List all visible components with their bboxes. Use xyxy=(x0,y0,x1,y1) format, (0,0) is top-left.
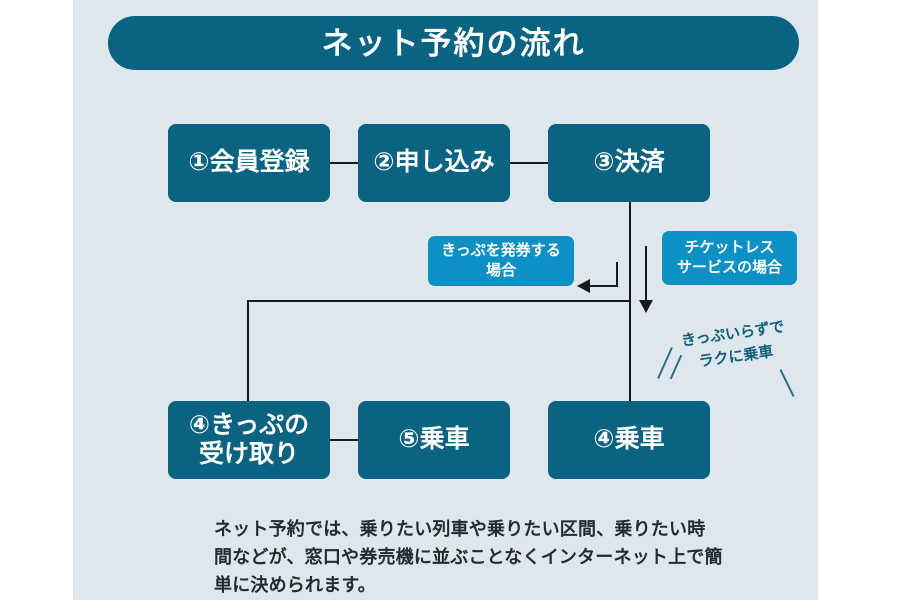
connector-step1-step2 xyxy=(330,162,368,164)
connector-paper-elbow-vertical xyxy=(616,262,618,286)
arrow-left-paper-ticket-icon xyxy=(577,279,590,293)
step-box-ticket-pickup[interactable]: ④きっぷの 受け取り xyxy=(168,401,330,479)
condition-box-ticketless[interactable]: チケットレス サービスの場合 xyxy=(662,231,797,285)
step-box-label: ②申し込み xyxy=(373,148,495,177)
condition-box-label: チケットレス サービスの場合 xyxy=(676,238,782,276)
annotation-stroke-right-icon xyxy=(779,369,795,397)
step-box-board-4[interactable]: ④乗車 xyxy=(548,401,710,479)
step-box-payment[interactable]: ③決済 xyxy=(548,124,710,202)
step-box-member-registration[interactable]: ①会員登録 xyxy=(168,124,330,202)
connector-payment-trunk xyxy=(629,202,631,301)
annotation-group: きっぷいらずで ラクに乗車 xyxy=(657,318,796,397)
connector-paper-elbow-horizontal xyxy=(590,285,618,287)
connector-paper-branch-vertical xyxy=(247,300,249,401)
caption-line-3: 単に決められます。 xyxy=(214,574,376,595)
caption-line-2: 間などが、窓口や券売機に並ぶことなくインターネット上で簡 xyxy=(214,546,723,567)
step-box-application[interactable]: ②申し込み xyxy=(358,124,510,202)
connector-ticketless-trunk-lower xyxy=(629,300,631,401)
step-box-board-5[interactable]: ⑤乗車 xyxy=(358,401,510,479)
page-title: ネット予約の流れ xyxy=(321,25,586,61)
condition-box-paper-ticket[interactable]: きっぷを発券する 場合 xyxy=(428,236,574,286)
connector-step2-step3 xyxy=(510,162,548,164)
caption-line-1: ネット予約では、乗りたい列車や乗りたい区間、乗りたい時 xyxy=(214,519,706,539)
title-banner: ネット予約の流れ xyxy=(108,16,799,70)
connector-paper-branch-horizontal xyxy=(247,300,630,302)
arrow-down-ticketless-icon xyxy=(639,300,653,313)
step-box-label: ③決済 xyxy=(593,148,665,177)
connector-ticketless-vertical xyxy=(645,246,647,304)
caption-paragraph: ネット予約では、乗りたい列車や乗りたい区間、乗りたい時 間などが、窓口や券売機に… xyxy=(214,516,723,600)
step-box-label: ⑤乗車 xyxy=(398,425,470,454)
connector-pickup-board xyxy=(330,439,368,441)
condition-box-label: きっぷを発券する 場合 xyxy=(441,241,561,279)
step-box-label: ④きっぷの 受け取り xyxy=(188,410,310,469)
step-box-label: ①会員登録 xyxy=(188,148,310,177)
step-box-label: ④乗車 xyxy=(593,425,665,454)
